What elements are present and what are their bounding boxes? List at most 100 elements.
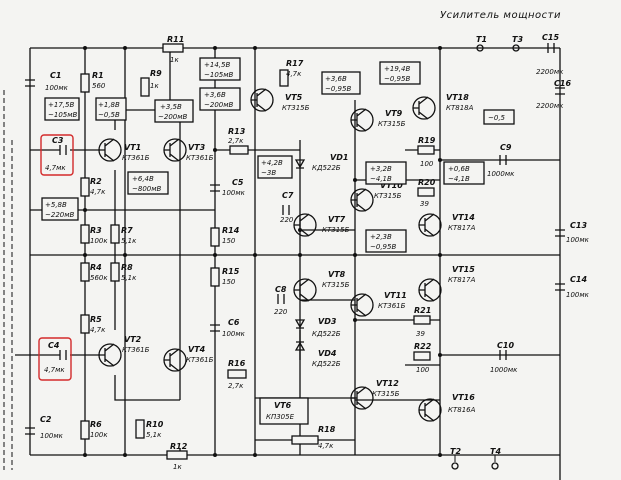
svg-text:VT14: VT14 — [452, 213, 475, 222]
resistor-r14 — [210, 227, 220, 247]
label-r4: R4 — [90, 263, 102, 272]
label-r6: R6 — [90, 420, 102, 429]
label-r16: R16 — [228, 359, 246, 368]
resistor-r1 — [80, 73, 90, 93]
annotation-box: +3,5В~200мВ — [154, 99, 194, 123]
svg-text:+1,8В: +1,8В — [98, 101, 120, 109]
capacitor-c8-plates — [277, 294, 285, 304]
svg-text:+3,6В: +3,6В — [325, 75, 347, 83]
annotation-box: +19,4В~0,95В — [379, 61, 421, 85]
transistor-vt16: VT16 КТ816А — [418, 393, 476, 422]
svg-text:КД522Б: КД522Б — [312, 330, 341, 338]
transistor-vt15: VT15 КТ817А — [418, 265, 476, 302]
transistor-vt14: VT14 КТ817А — [418, 213, 476, 237]
label-r20: R20 — [418, 178, 436, 187]
value-r4: 560к — [90, 274, 108, 282]
label-t4: T4 — [490, 447, 501, 456]
resistor-r13 — [229, 145, 249, 155]
label-c7: C7 — [282, 191, 294, 200]
transistor-vt3: VT3 КТ361Б — [163, 138, 214, 162]
svg-text:~4,1В: ~4,1В — [448, 175, 470, 183]
value-c2: 100мк — [40, 432, 64, 440]
value-c13: 100мк — [566, 236, 590, 244]
label-c15: C15 — [542, 33, 559, 42]
svg-text:КТ816А: КТ816А — [448, 406, 476, 414]
value-r16: 2,7к — [228, 382, 244, 390]
label-r17: R17 — [286, 59, 304, 68]
svg-text:+3,5В: +3,5В — [160, 103, 182, 111]
value-c9: 1000мк — [487, 170, 515, 178]
svg-text:VT3: VT3 — [188, 143, 206, 152]
svg-text:~0,5В: ~0,5В — [98, 111, 120, 119]
value-c7: 220 — [280, 216, 294, 224]
resistor-r22 — [413, 351, 431, 361]
value-r15: 150 — [222, 278, 236, 286]
terminal-t3 — [512, 44, 520, 52]
label-c5: C5 — [232, 178, 244, 187]
resistor-r5 — [80, 314, 90, 334]
label-c8: C8 — [275, 285, 287, 294]
transistor-vt1: VT1 КТ361Б — [98, 138, 150, 162]
svg-text:КТ361Б: КТ361Б — [186, 356, 214, 364]
terminals: T1 T3 T2 T4 — [450, 35, 523, 470]
label-c9: C9 — [500, 143, 512, 152]
label-r19: R19 — [418, 136, 436, 145]
label-c6: C6 — [228, 318, 240, 327]
resistor-r19 — [417, 145, 435, 155]
transistor-vt4: VT4 КТ361Б — [163, 345, 214, 372]
label-c1: C1 — [50, 71, 61, 80]
svg-text:~800мВ: ~800мВ — [132, 185, 162, 193]
diodes: VD1 КД522Б VD3 КД522Б VD4 КД522Б — [294, 153, 348, 368]
label-c13: C13 — [570, 221, 587, 230]
value-r8: 5,1к — [121, 274, 137, 282]
svg-text:VT5: VT5 — [285, 93, 303, 102]
svg-text:КП305Е: КП305Е — [266, 413, 295, 421]
value-r14: 150 — [222, 237, 236, 245]
label-r8: R8 — [121, 263, 133, 272]
svg-text:КТ818А: КТ818А — [446, 104, 474, 112]
value-c16: 2200мк — [536, 102, 564, 110]
value-c1: 100мк — [45, 84, 69, 92]
junctions — [83, 46, 442, 457]
label-r11: R11 — [167, 35, 184, 44]
svg-text:+2,3В: +2,3В — [370, 233, 392, 241]
svg-text:VT9: VT9 — [385, 109, 403, 118]
svg-text:~105мВ: ~105мВ — [48, 111, 78, 119]
value-c4: 4,7мк — [44, 366, 65, 374]
capacitor-c7-plates — [282, 205, 290, 215]
value-r2: 4,7к — [90, 188, 106, 196]
resistor-r7 — [110, 224, 120, 244]
value-r21: 39 — [416, 330, 425, 338]
annotation-box: +2,3В ~0,95В — [365, 229, 407, 253]
svg-text:+14,5В: +14,5В — [204, 61, 230, 69]
annotation-box: +5,8В~220мВ — [41, 197, 79, 221]
value-r17: 4,7к — [286, 70, 302, 78]
label-c3: C3 — [52, 136, 64, 145]
value-r13: 2,7к — [228, 137, 244, 145]
value-r5: 4,7к — [90, 326, 106, 334]
transistor-vt12: VT12 КТ315Б — [350, 379, 400, 410]
value-c5: 100мк — [222, 189, 246, 197]
capacitor-c3-plates — [59, 145, 67, 155]
label-r2: R2 — [90, 177, 102, 186]
label-r15: R15 — [222, 267, 240, 276]
resistor-r17 — [279, 69, 289, 87]
resistor-r3 — [80, 224, 90, 244]
svg-text:~0,95В: ~0,95В — [370, 243, 396, 251]
label-c14: C14 — [570, 275, 587, 284]
label-t3: T3 — [512, 35, 523, 44]
capacitors: C3 4,7мк C4 4,7мк C1 100мк C2 100мк C5 1… — [25, 33, 590, 440]
label-c4: C4 — [48, 341, 60, 350]
annotation-box: +3,6В~0,95В — [321, 71, 361, 95]
svg-text:VT15: VT15 — [452, 265, 475, 274]
resistor-r2 — [80, 177, 90, 197]
capacitor-c5-plates — [210, 184, 220, 192]
value-r20: 39 — [420, 200, 429, 208]
resistor-r6 — [80, 420, 90, 440]
label-r5: R5 — [90, 315, 102, 324]
diode-vd1: VD1 КД522Б — [294, 153, 348, 172]
capacitor-c1-plates — [25, 79, 35, 87]
transistor-vt9: VT9 КТ315Б — [350, 108, 406, 132]
label-c2: C2 — [40, 415, 52, 424]
